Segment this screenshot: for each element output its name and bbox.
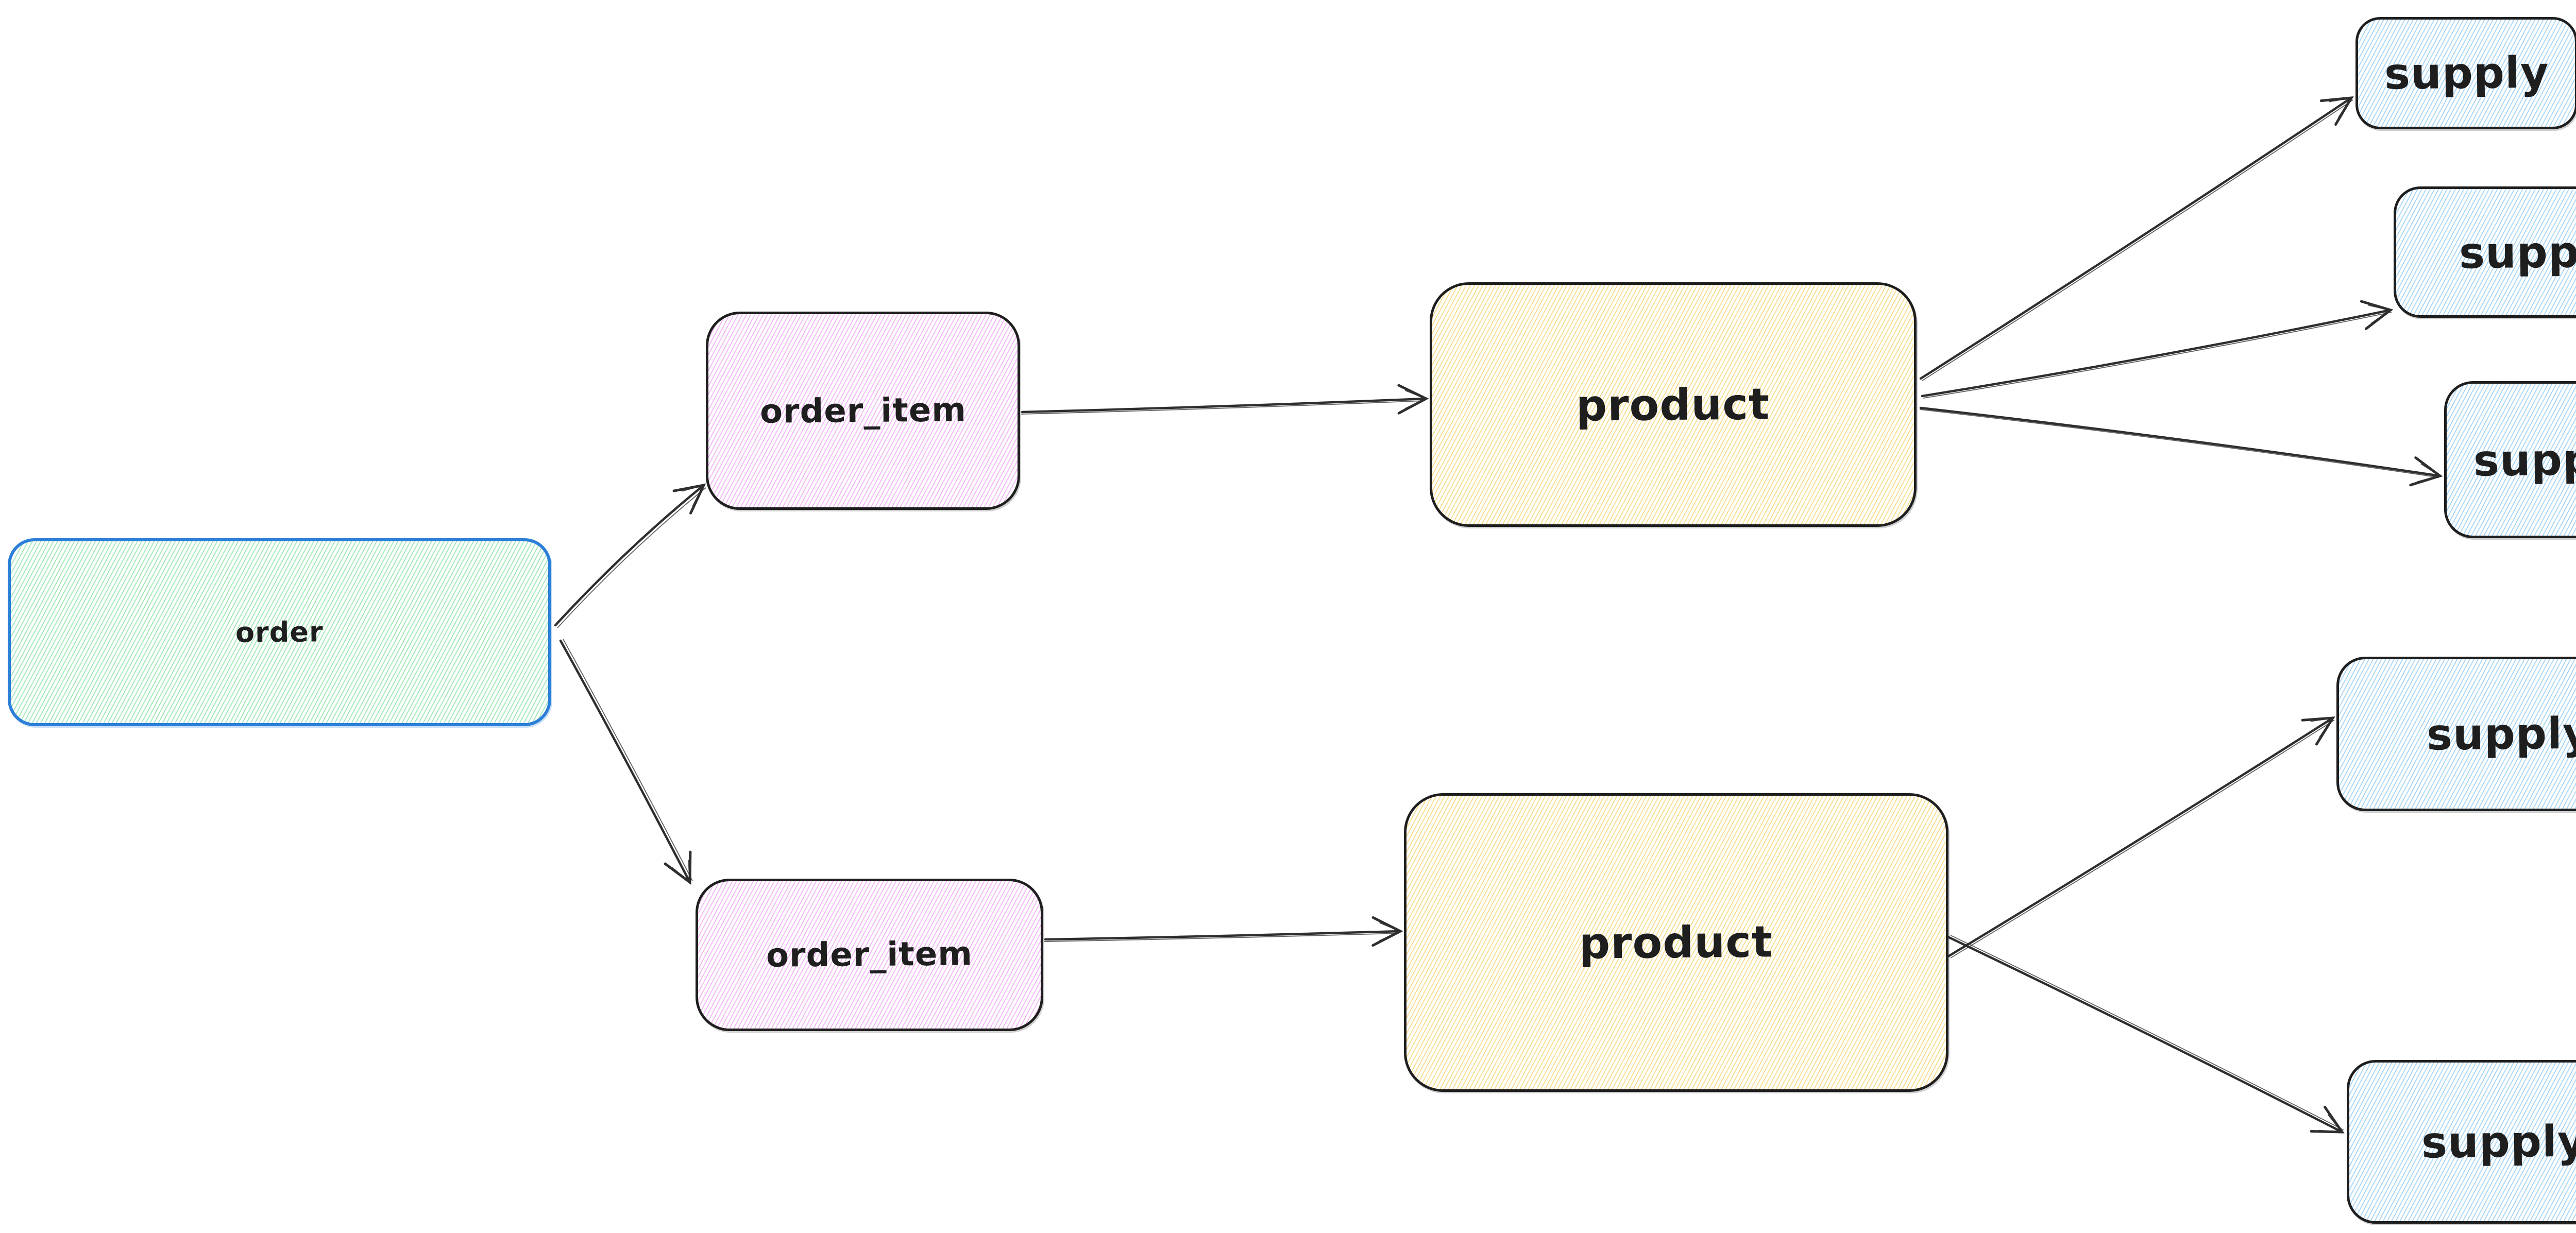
node-order-label: order: [235, 615, 324, 649]
arrow-product-top-to-supply-2[interactable]: [1921, 300, 2394, 398]
arrow-product-top-to-supply-2-sketch: [1923, 312, 2392, 399]
arrow-order-to-order-item-bottom[interactable]: [559, 639, 692, 885]
arrow-order-to-order-item-bottom-sketch: [563, 639, 693, 881]
arrow-order-item-bottom-to-product-bottom[interactable]: [1044, 916, 1403, 947]
node-supply-4[interactable]: supply: [2336, 657, 2576, 811]
arrow-order-item-top-to-product-top[interactable]: [1021, 384, 1429, 415]
node-supply-2-label: supply: [2459, 226, 2576, 278]
arrow-product-top-to-supply-3[interactable]: [1919, 406, 2443, 487]
arrow-product-bottom-to-supply-4-sketch: [1950, 720, 2335, 958]
node-order-item-bottom-label: order_item: [766, 935, 973, 975]
arrow-product-bottom-to-supply-4[interactable]: [1947, 716, 2335, 957]
node-supply-5-label: supply: [2421, 1116, 2576, 1168]
node-supply-1-label: supply: [2384, 47, 2549, 99]
node-product-top-label: product: [1576, 378, 1770, 431]
node-order[interactable]: order: [8, 538, 551, 726]
node-product-top[interactable]: product: [1430, 282, 1917, 527]
node-supply-2[interactable]: supply: [2394, 186, 2576, 318]
node-supply-1[interactable]: supply: [2355, 17, 2576, 129]
arrow-order-item-bottom-to-product-bottom-sketch: [1044, 933, 1400, 942]
arrow-product-top-to-supply-1-sketch: [1922, 99, 2353, 381]
node-supply-3-label: supply: [2473, 434, 2576, 486]
node-supply-3[interactable]: supply: [2444, 381, 2576, 538]
arrow-product-top-to-supply-1[interactable]: [1919, 96, 2354, 380]
node-product-bottom[interactable]: product: [1404, 793, 1948, 1092]
arrow-product-bottom-to-supply-5-sketch: [1950, 935, 2344, 1131]
node-supply-4-label: supply: [2426, 708, 2576, 760]
arrow-order-to-order-item-top[interactable]: [554, 483, 706, 627]
arrow-order-to-order-item-top-sketch: [557, 487, 706, 628]
arrow-product-top-to-supply-3-sketch: [1919, 409, 2439, 478]
node-order-item-top[interactable]: order_item: [706, 312, 1020, 510]
arrow-product-bottom-to-supply-5[interactable]: [1947, 936, 2345, 1134]
arrow-order-item-top-to-product-top-sketch: [1021, 400, 1426, 415]
node-supply-5[interactable]: supply: [2347, 1060, 2576, 1224]
node-order-item-top-label: order_item: [759, 390, 967, 431]
node-product-bottom-label: product: [1579, 916, 1773, 969]
node-order-item-bottom[interactable]: order_item: [696, 879, 1043, 1031]
